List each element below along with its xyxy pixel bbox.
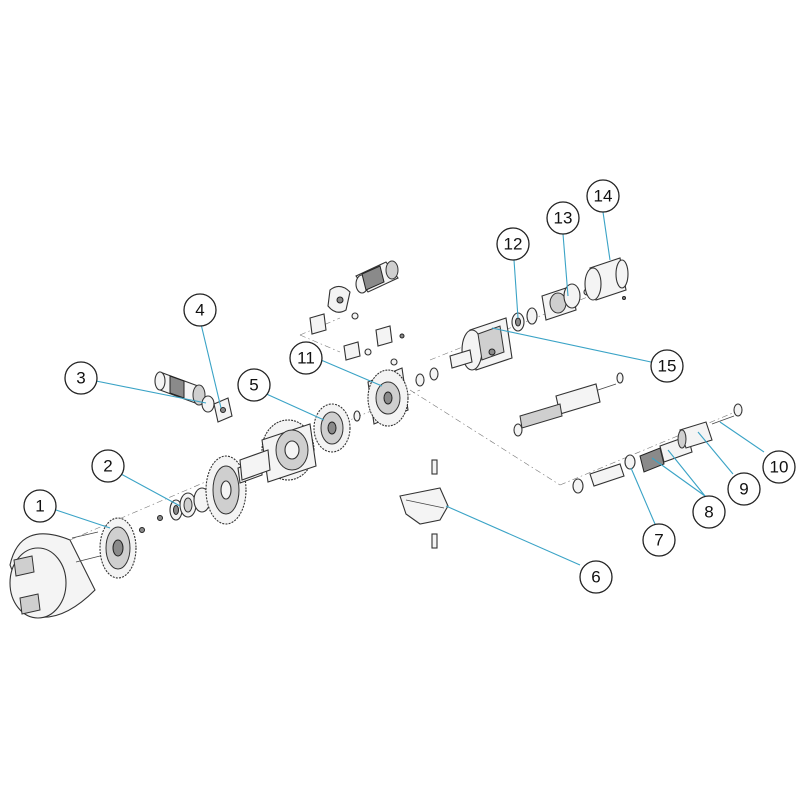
leader-lines [52,211,765,566]
callout-7: 7 [642,523,676,557]
leader-8b [667,449,706,497]
part-15-motor-block [449,317,513,371]
callout-1: 1 [23,489,57,523]
callout-5: 5 [237,368,271,402]
leader-7 [630,467,656,525]
part-7-coupling [572,454,636,494]
leader-11 [320,359,383,387]
callout-12: 12 [496,227,530,261]
part-14-cover [584,257,629,301]
leader-8a [651,457,706,497]
leader-1 [52,508,111,529]
part-13-end-plate [541,283,591,321]
part-upper-brackets [309,285,405,361]
part-upper-motor [355,260,399,294]
part-ring-gear [239,419,317,483]
callout-14: 14 [586,179,620,213]
callout-6-label: 6 [591,568,600,587]
part-long-shaft [513,372,624,437]
callout-5-label: 5 [249,376,258,395]
callout-15: 15 [650,349,684,383]
callout-6: 6 [579,560,613,594]
callout-15-label: 15 [658,357,677,376]
callout-3-label: 3 [76,369,85,388]
callout-11: 11 [289,341,323,375]
leader-14 [602,211,611,261]
part-2-bearing [157,487,211,521]
callout-13: 13 [546,201,580,235]
part-11-housing [367,358,439,427]
callout-2: 2 [91,449,125,483]
callout-4: 4 [183,293,217,327]
callout-14-label: 14 [594,187,613,206]
part-5-gear [313,403,361,453]
callout-4-label: 4 [195,301,204,320]
leader-15 [491,327,652,363]
part-10-pin [711,403,743,425]
part-1-drive-gear [71,517,145,579]
part-end-cap [9,533,96,619]
callout-7-label: 7 [654,531,663,550]
leader-9 [697,431,734,475]
leader-13 [562,233,569,297]
callout-8-label: 8 [704,503,713,522]
callout-13-label: 13 [554,209,573,228]
callout-3: 3 [64,361,98,395]
part-9-sleeve [677,421,713,449]
leader-5 [261,391,325,421]
leader-2 [120,473,181,507]
callout-1-label: 1 [35,497,44,516]
callout-12-label: 12 [504,235,523,254]
callout-9: 9 [727,472,761,506]
part-4-flange [213,397,233,423]
leader-4 [200,323,222,409]
callout-2-label: 2 [103,457,112,476]
leader-12 [513,259,519,319]
callout-10-label: 10 [770,458,789,477]
callout-9-label: 9 [739,480,748,499]
callout-10: 10 [762,450,796,484]
part-12-bearing [511,307,538,332]
part-3-small-motor [154,371,215,413]
callouts: 1 2 3 4 5 6 7 8 9 10 11 12 13 14 15 [23,179,796,594]
callout-8: 8 [692,495,726,529]
leader-10 [719,421,765,453]
callout-11-label: 11 [297,349,315,368]
leader-3 [95,380,207,404]
leader-6 [445,505,581,566]
part-6-bracket [399,459,449,549]
